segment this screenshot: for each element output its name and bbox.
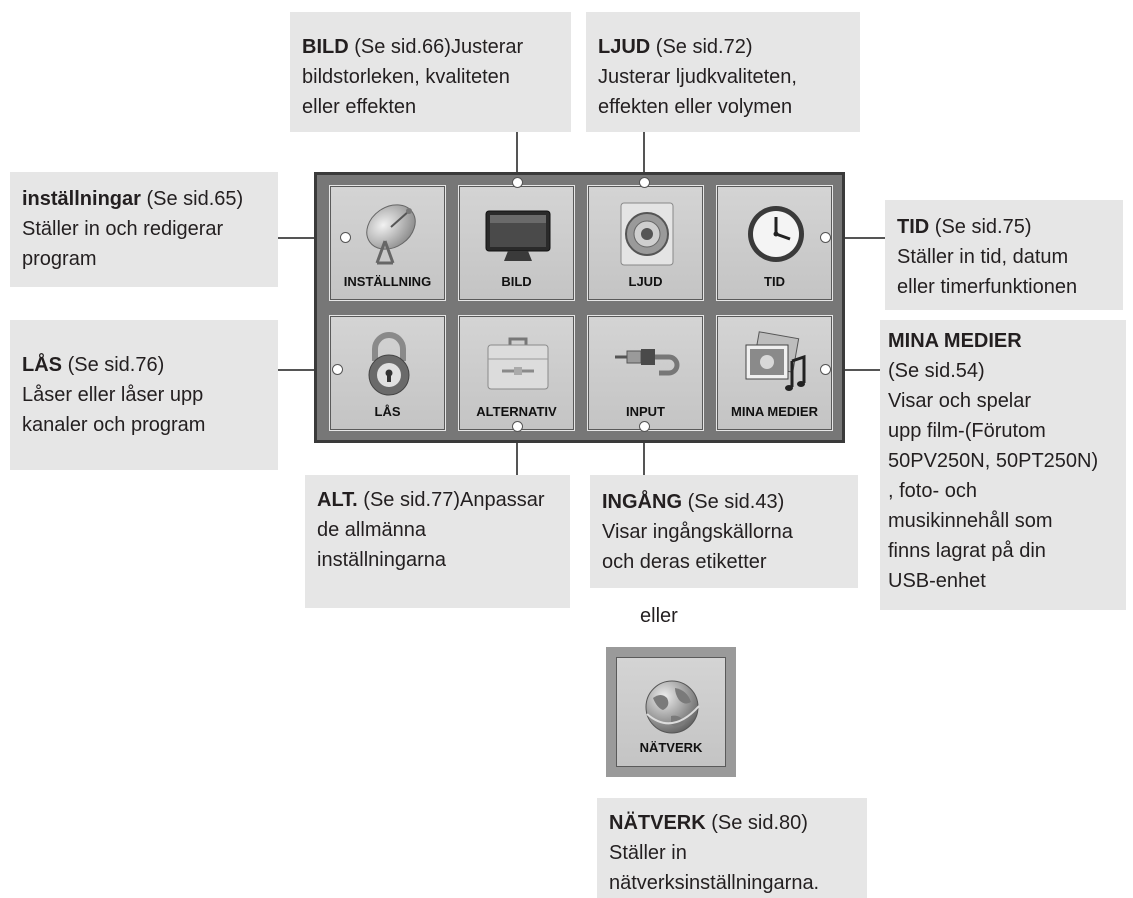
media-icon — [745, 331, 806, 391]
connector-dot — [820, 232, 831, 243]
callout-text: finns lagrat på din — [888, 540, 1046, 562]
callout-text: musikinnehåll som — [888, 510, 1053, 532]
tile-label: LJUD — [628, 274, 663, 289]
callout-text: nätverksinställningarna. — [609, 872, 820, 894]
padlock-icon — [368, 332, 410, 396]
callout-bild: BILD (Se sid.66)Justerar bildstorleken, … — [290, 12, 571, 132]
callout-text: bildstorleken, kvaliteten — [302, 66, 510, 88]
home-menu-panel: INSTÄLLNING BILD LJUD TID — [314, 172, 845, 443]
callout-title: BILD — [302, 36, 349, 58]
menu-tile-installning[interactable]: INSTÄLLNING — [329, 185, 446, 301]
menu-tile-ljud[interactable]: LJUD — [587, 185, 704, 301]
callout-ingang: INGÅNG (Se sid.43) Visar ingångskällorna… — [590, 475, 858, 588]
connector-dot — [639, 421, 650, 432]
menu-tile-input[interactable]: INPUT — [587, 315, 704, 431]
callout-text: , foto- och — [888, 480, 977, 502]
callout-text: (Se sid.43) — [687, 491, 785, 513]
tile-label: LÅS — [374, 404, 401, 419]
callout-text: (Se sid.65) — [146, 188, 244, 210]
callout-text: Visar ingångskällorna — [602, 521, 793, 543]
callout-text: de allmänna — [317, 519, 426, 541]
menu-tile-bild[interactable]: BILD — [458, 185, 575, 301]
callout-las: LÅS (Se sid.76) Låser eller låser upp ka… — [10, 320, 278, 470]
connector-dot — [332, 364, 343, 375]
callout-text: Ställer in — [609, 842, 687, 864]
callout-title: ALT. — [317, 489, 358, 511]
menu-tile-mina-medier[interactable]: MINA MEDIER — [716, 315, 833, 431]
callout-text: (Se sid.77)Anpassar — [363, 489, 545, 511]
callout-text: effekten eller volymen — [598, 96, 793, 118]
connector-line — [643, 425, 645, 475]
callout-natverk: NÄTVERK (Se sid.80) Ställer in nätverksi… — [597, 798, 867, 898]
callout-text: 50PV250N, 50PT250N) — [888, 450, 1099, 472]
callout-alt: ALT. (Se sid.77)Anpassar de allmänna ins… — [305, 475, 570, 608]
connector-line — [516, 425, 518, 475]
callout-text: Låser eller låser upp — [22, 384, 204, 406]
callout-title: TID — [897, 216, 930, 238]
connector-line — [826, 369, 880, 371]
callout-text: eller timerfunktionen — [897, 276, 1078, 298]
satellite-dish-icon — [366, 204, 416, 265]
menu-tile-las[interactable]: LÅS — [329, 315, 446, 431]
callout-text: USB-enhet — [888, 570, 986, 592]
connector-line — [516, 132, 518, 182]
callout-ljud: LJUD (Se sid.72) Justerar ljudkvaliteten… — [586, 12, 860, 132]
connector-dot — [820, 364, 831, 375]
connector-line — [278, 369, 336, 371]
callout-title: inställningar — [22, 188, 141, 210]
menu-tile-alternativ[interactable]: ALTERNATIV — [458, 315, 575, 431]
tile-label: INSTÄLLNING — [343, 274, 432, 289]
callout-text: (Se sid.80) — [711, 812, 808, 834]
tile-label: BILD — [501, 274, 532, 289]
connector-dot — [340, 232, 351, 243]
tile-label: INPUT — [626, 404, 665, 419]
callout-title: LJUD — [598, 36, 651, 58]
callout-text: inställningarna — [317, 549, 446, 571]
toolbox-icon — [487, 337, 549, 390]
connector-dot — [512, 421, 523, 432]
callout-title: INGÅNG — [602, 491, 682, 513]
callout-text: program — [22, 248, 97, 270]
callout-text: (Se sid.75) — [934, 216, 1032, 238]
callout-text: Justerar ljudkvaliteten, — [598, 66, 797, 88]
connector-line — [826, 237, 885, 239]
callout-title: MINA MEDIER — [888, 330, 1022, 352]
callout-text: (Se sid.54) — [888, 360, 985, 382]
globe-icon — [645, 680, 700, 734]
callout-text: Visar och spelar — [888, 390, 1032, 412]
tv-icon — [485, 210, 551, 261]
menu-tile-tid[interactable]: TID — [716, 185, 833, 301]
callout-text: Ställer in tid, datum — [897, 246, 1069, 268]
callout-text: Ställer in och redigerar — [22, 218, 224, 240]
tile-label: MINA MEDIER — [731, 404, 818, 419]
tile-label: TID — [764, 274, 785, 289]
clock-icon — [748, 206, 804, 262]
callout-text: (Se sid.76) — [67, 354, 165, 376]
callout-text: (Se sid.72) — [655, 36, 753, 58]
callout-title: NÄTVERK — [609, 812, 706, 834]
callout-text: (Se sid.66)Justerar — [354, 36, 524, 58]
callout-text: upp film-(Förutom — [888, 420, 1046, 442]
or-label: eller — [640, 605, 678, 627]
speaker-icon — [620, 202, 674, 266]
menu-tile-natverk[interactable]: NÄTVERK — [606, 647, 736, 777]
connector-dot — [639, 177, 650, 188]
callout-title: LÅS — [22, 354, 62, 376]
callout-text: kanaler och program — [22, 414, 206, 436]
callout-text: och deras etiketter — [602, 551, 767, 573]
connector-line — [278, 237, 344, 239]
callout-mina-medier: MINA MEDIER (Se sid.54) Visar och spelar… — [880, 320, 1126, 610]
connector-line — [643, 132, 645, 182]
callout-installningar: inställningar (Se sid.65) Ställer in och… — [10, 172, 278, 287]
callout-tid: TID (Se sid.75) Ställer in tid, datum el… — [885, 200, 1123, 310]
tile-label: ALTERNATIV — [476, 404, 557, 419]
tile-label: NÄTVERK — [639, 740, 703, 755]
connector-dot — [512, 177, 523, 188]
callout-text: eller effekten — [302, 96, 417, 118]
cable-plug-icon — [615, 349, 680, 376]
